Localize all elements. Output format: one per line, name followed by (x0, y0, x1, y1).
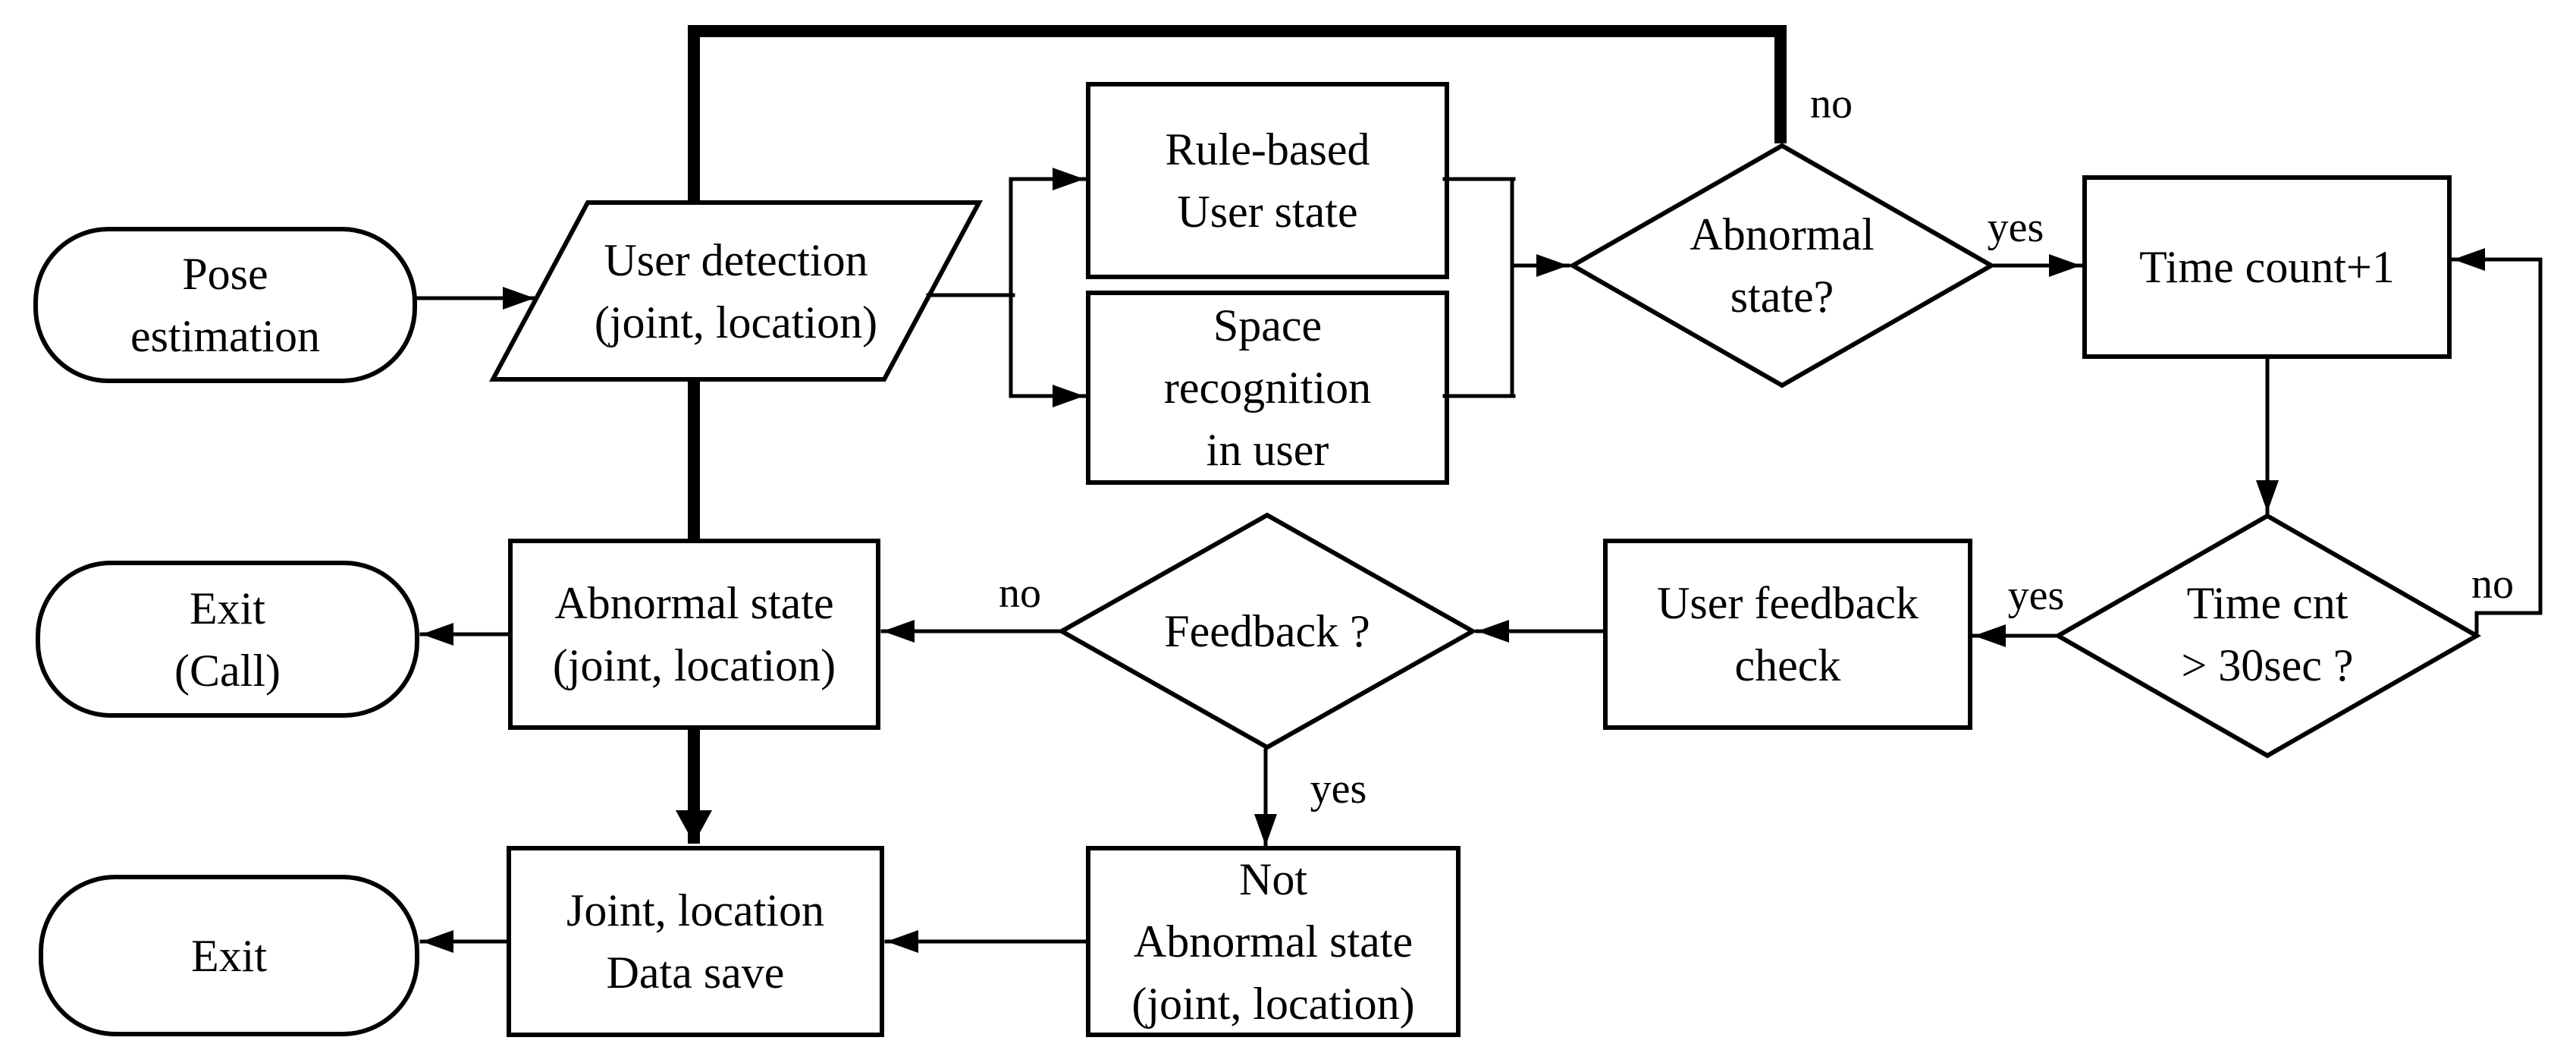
joint-location-data-save-shape (507, 846, 884, 1037)
edge-no-return-loop (688, 25, 1787, 206)
abnormal-state-record-shape (508, 539, 880, 730)
abnormal-state-decision-shape (1567, 143, 1997, 388)
user-feedback-check-shape (1603, 539, 1972, 730)
pose-estimation-shape (33, 227, 417, 383)
exit-call-shape (36, 561, 419, 718)
space-recognition-shape (1086, 291, 1449, 485)
user-detection-shape (488, 200, 984, 382)
feedback-decision-shape (1056, 512, 1478, 750)
not-abnormal-state-record-shape (1086, 846, 1461, 1037)
time-cnt-decision-shape (2053, 513, 2482, 759)
time-count-shape (2082, 175, 2452, 359)
edge-time-cnt-no-loop (2451, 248, 2543, 638)
rule-based-user-state-shape (1086, 82, 1449, 279)
exit-shape (39, 875, 419, 1036)
